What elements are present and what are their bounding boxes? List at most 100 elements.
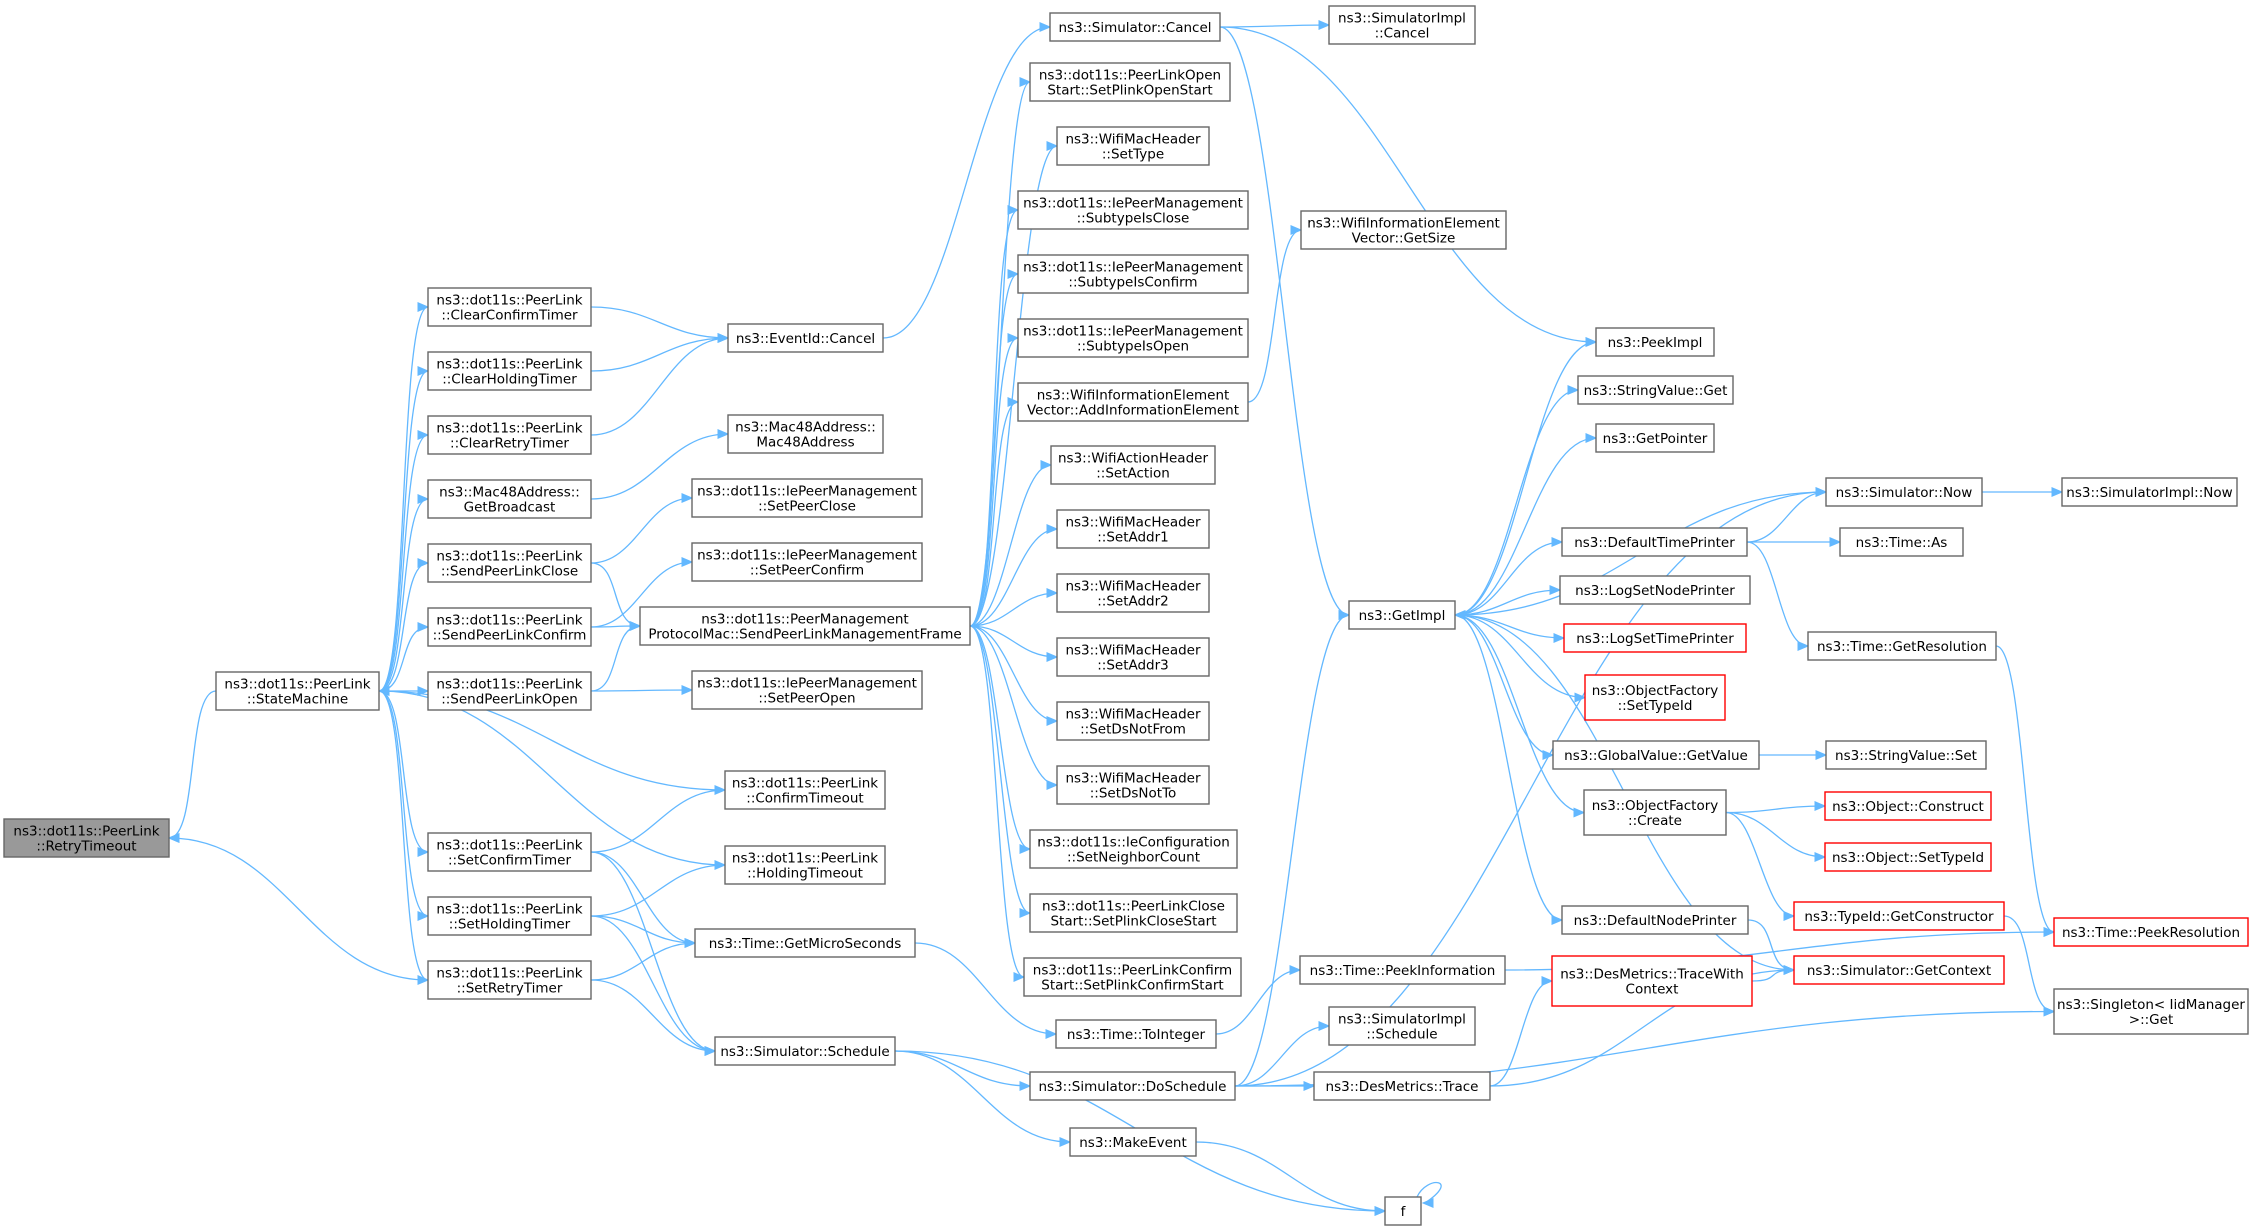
node-gms[interactable]: ns3::Time::GetMicroSeconds — [694, 928, 916, 958]
node-hto[interactable]: ns3::dot11s::PeerLink::HoldingTimeout — [724, 845, 886, 885]
node-wst[interactable]: ns3::WifiMacHeader::SetType — [1056, 126, 1210, 166]
node-sa1[interactable]: ns3::WifiMacHeader::SetAddr1 — [1056, 509, 1210, 549]
node-spcf[interactable]: ns3::dot11s::IePeerManagement::SetPeerCo… — [691, 542, 923, 582]
node-label-line: ns3::WifiMacHeader — [1065, 771, 1201, 787]
node-sa3[interactable]: ns3::WifiMacHeader::SetAddr3 — [1056, 637, 1210, 677]
node-lsnp[interactable]: ns3::LogSetNodePrinter — [1559, 575, 1751, 605]
node-wsa[interactable]: ns3::WifiActionHeader::SetAction — [1050, 445, 1216, 485]
edge-arrowhead — [417, 975, 430, 985]
node-sng[interactable]: ns3::Singleton< IidManager>::Get — [2053, 988, 2249, 1035]
node-sdnt[interactable]: ns3::WifiMacHeader::SetDsNotTo — [1056, 765, 1210, 805]
node-dmt[interactable]: ns3::DesMetrics::Trace — [1313, 1071, 1491, 1101]
node-m48[interactable]: ns3::Mac48Address::Mac48Address — [727, 414, 884, 454]
node-cto[interactable]: ns3::dot11s::PeerLink::ConfirmTimeout — [724, 770, 886, 810]
node-svs[interactable]: ns3::StringValue::Set — [1825, 740, 1987, 770]
node-sm[interactable]: ns3::dot11s::PeerLink::StateMachine — [215, 671, 380, 711]
node-tpr[interactable]: ns3::Time::PeekResolution — [2053, 917, 2249, 947]
node-ofst[interactable]: ns3::ObjectFactory::SetTypeId — [1584, 674, 1726, 721]
edge-arrowhead — [1007, 269, 1020, 279]
node-ost[interactable]: ns3::Object::SetTypeId — [1824, 842, 1992, 872]
node-label-line: ::SetNeighborCount — [1067, 850, 1200, 866]
node-spo[interactable]: ns3::dot11s::IePeerManagement::SetPeerOp… — [691, 670, 923, 710]
node-sio[interactable]: ns3::dot11s::IePeerManagement::SubtypeIs… — [1017, 318, 1249, 358]
node-sic2[interactable]: ns3::SimulatorImpl::Cancel — [1328, 5, 1476, 45]
node-snc[interactable]: ns3::dot11s::IeConfiguration::SetNeighbo… — [1029, 829, 1238, 869]
node-box — [1793, 955, 2005, 985]
node-label-line: ns3::StringValue::Get — [1584, 383, 1728, 399]
node-gp[interactable]: ns3::GetPointer — [1595, 423, 1715, 453]
node-gsz[interactable]: ns3::WifiInformationElementVector::GetSi… — [1300, 210, 1507, 250]
node-svg[interactable]: ns3::StringValue::Get — [1577, 375, 1734, 405]
node-peek[interactable]: ns3::PeekImpl — [1595, 327, 1715, 357]
edge-line — [1195, 1141, 1386, 1212]
node-mke[interactable]: ns3::MakeEvent — [1069, 1127, 1197, 1157]
node-lstp[interactable]: ns3::LogSetTimePrinter — [1563, 623, 1747, 653]
node-splc[interactable]: ns3::dot11s::PeerLink::SendPeerLinkClose — [427, 543, 592, 583]
node-sa2[interactable]: ns3::WifiMacHeader::SetAddr2 — [1056, 573, 1210, 613]
node-splo[interactable]: ns3::dot11s::PeerLink::SendPeerLinkOpen — [427, 671, 592, 711]
node-label-line: ::SetDsNotFrom — [1080, 722, 1186, 738]
node-label-line: ns3::dot11s::IePeerManagement — [697, 548, 917, 564]
node-box — [1017, 318, 1249, 358]
node-tpi[interactable]: ns3::Time::PeekInformation — [1299, 955, 1506, 985]
node-pcs[interactable]: ns3::dot11s::PeerLinkCloseStart::SetPlin… — [1029, 893, 1238, 933]
edge-arrowhead — [167, 833, 180, 843]
node-box — [1559, 575, 1751, 605]
edge-line — [969, 625, 1058, 658]
node-label-line: ns3::Simulator::Schedule — [720, 1044, 889, 1060]
node-label-line: ns3::WifiMacHeader — [1065, 707, 1201, 723]
node-sisch[interactable]: ns3::SimulatorImpl::Schedule — [1328, 1006, 1476, 1046]
edge-line — [969, 592, 1058, 627]
node-sinow[interactable]: ns3::SimulatorImpl::Now — [2061, 477, 2238, 507]
node-dtp[interactable]: ns3::DefaultTimePrinter — [1561, 527, 1748, 557]
node-scan[interactable]: ns3::Simulator::Cancel — [1049, 12, 1221, 42]
node-crt[interactable]: ns3::dot11s::PeerLink::ClearRetryTimer — [427, 415, 592, 455]
node-evc[interactable]: ns3::EventId::Cancel — [727, 323, 884, 353]
node-gb[interactable]: ns3::Mac48Address::GetBroadcast — [427, 479, 592, 519]
node-box — [1384, 1196, 1422, 1226]
node-pcfs[interactable]: ns3::dot11s::PeerLinkConfirmStart::SetPl… — [1023, 957, 1242, 997]
node-label-line: ns3::dot11s::PeerLink — [224, 677, 370, 693]
edge-arrowhead — [2043, 927, 2056, 937]
node-sct[interactable]: ns3::dot11s::PeerLink::SetConfirmTimer — [427, 832, 592, 872]
node-box — [691, 670, 923, 710]
node-sic[interactable]: ns3::dot11s::IePeerManagement::SubtypeIs… — [1017, 190, 1249, 230]
node-label-line: Vector::AddInformationElement — [1027, 403, 1239, 419]
node-snow[interactable]: ns3::Simulator::Now — [1825, 477, 1983, 507]
node-splcf[interactable]: ns3::dot11s::PeerLink::SendPeerLinkConfi… — [427, 607, 592, 647]
node-label-line: ns3::dot11s::IePeerManagement — [697, 676, 917, 692]
node-cct[interactable]: ns3::dot11s::PeerLink::ClearConfirmTimer — [427, 287, 592, 327]
node-oc[interactable]: ns3::Object::Construct — [1824, 791, 1992, 821]
node-spc[interactable]: ns3::dot11s::IePeerManagement::SetPeerCl… — [691, 478, 923, 518]
node-sdnf[interactable]: ns3::WifiMacHeader::SetDsNotFrom — [1056, 701, 1210, 741]
node-srt[interactable]: ns3::dot11s::PeerLink::SetRetryTimer — [427, 960, 592, 1000]
edge-spmf-to-sa1 — [969, 524, 1059, 627]
node-tas[interactable]: ns3::Time::As — [1839, 527, 1964, 557]
node-dsch[interactable]: ns3::Simulator::DoSchedule — [1029, 1071, 1236, 1101]
node-spmf[interactable]: ns3::dot11s::PeerManagementProtocolMac::… — [639, 606, 971, 646]
edge-line — [168, 837, 429, 981]
node-gvg[interactable]: ns3::GlobalValue::GetValue — [1552, 740, 1760, 770]
node-dnp[interactable]: ns3::DefaultNodePrinter — [1561, 905, 1749, 935]
node-ssch[interactable]: ns3::Simulator::Schedule — [714, 1036, 896, 1066]
node-tgr[interactable]: ns3::Time::GetResolution — [1807, 631, 1997, 661]
node-f[interactable]: f — [1384, 1196, 1422, 1226]
edge-cct-to-evc — [590, 306, 730, 343]
node-box — [1056, 126, 1210, 166]
node-pos[interactable]: ns3::dot11s::PeerLinkOpenStart::SetPlink… — [1029, 62, 1231, 102]
edge-arrowhead — [1318, 1021, 1331, 1031]
node-ofc[interactable]: ns3::ObjectFactory::Create — [1583, 789, 1727, 836]
node-sicf[interactable]: ns3::dot11s::IePeerManagement::SubtypeIs… — [1017, 254, 1249, 294]
edge-line — [1234, 491, 1827, 1087]
edge-arrowhead — [1797, 641, 1810, 651]
node-toi[interactable]: ns3::Time::ToInteger — [1055, 1019, 1217, 1049]
node-tgc[interactable]: ns3::TypeId::GetConstructor — [1793, 901, 2005, 931]
node-rt[interactable]: ns3::dot11s::PeerLink::RetryTimeout — [3, 818, 170, 858]
node-gimpl[interactable]: ns3::GetImpl — [1348, 600, 1456, 630]
node-aie[interactable]: ns3::WifiInformationElementVector::AddIn… — [1017, 382, 1249, 422]
node-sgc[interactable]: ns3::Simulator::GetContext — [1793, 955, 2005, 985]
node-label-line: ::RetryTimeout — [36, 839, 136, 855]
node-sht[interactable]: ns3::dot11s::PeerLink::SetHoldingTimer — [427, 896, 592, 936]
node-cht[interactable]: ns3::dot11s::PeerLink::ClearHoldingTimer — [427, 351, 592, 391]
